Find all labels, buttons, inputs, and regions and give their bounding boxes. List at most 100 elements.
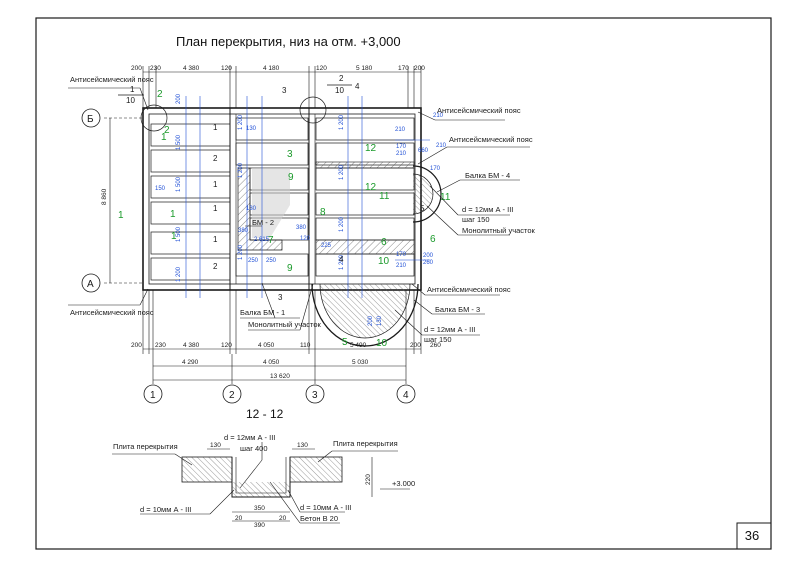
row-axis-b: Б [81,108,101,128]
section-dim-350: 350 [254,505,265,512]
svg-text:200: 200 [368,315,374,326]
section-dim-390: 390 [254,522,265,529]
bot2-dim-0: 4 290 [182,359,199,366]
bot-dim-5: 110 [300,342,311,349]
svg-text:120: 120 [300,236,311,242]
svg-text:12: 12 [365,182,377,193]
svg-text:1 200: 1 200 [339,114,345,130]
svg-text:6: 6 [381,237,387,248]
step150-label-top: шаг 150 [462,215,490,224]
bot-dim-3: 120 [221,342,232,349]
svg-text:1: 1 [213,235,218,244]
top-dim-4: 4 180 [263,65,280,72]
row-axis-b-label: Б [87,114,94,125]
svg-text:210: 210 [395,127,406,133]
plan-title: План перекрытия, низ на отм. +3,000 [176,34,401,49]
section-dim-20-left: 20 [235,515,243,522]
antiseismic-label-right-1: Антисейсмический пояс [437,106,521,115]
callout-numbers: 1 10 2 10 [126,74,344,105]
svg-text:170: 170 [396,252,407,258]
bot-dim-4: 4 050 [258,342,275,349]
svg-text:2: 2 [164,125,170,136]
svg-text:1: 1 [118,210,124,221]
svg-text:7: 7 [268,235,274,246]
top-dim-2: 4 380 [183,65,200,72]
svg-text:6: 6 [430,234,436,245]
sheet-frame [35,17,772,550]
svg-text:1 500: 1 500 [176,176,182,192]
page-number: 36 [744,528,760,543]
svg-text:1 500: 1 500 [176,226,182,242]
svg-text:2 615: 2 615 [254,237,270,243]
left-height-dim: 8 860 [101,188,108,205]
monolith-label-bottom: Монолитный участок [248,320,322,329]
svg-text:260: 260 [423,260,434,266]
section-title: 12 - 12 [246,407,284,421]
svg-text:4: 4 [339,255,344,264]
top-dim-0: 200 [131,65,142,72]
bm2-shaded-area [252,168,290,238]
callout-1-bottom: 10 [126,96,135,105]
svg-text:1 200: 1 200 [176,266,182,282]
svg-text:10: 10 [376,338,388,349]
section-rebar-top: d = 12мм А - III [224,433,275,442]
blue-dimension-texts: 200 1 500 1 500 1 500 1 200 1 200 1 200 … [155,93,447,326]
section-rebar-right: d = 10мм А - III [300,503,351,512]
balka-bm4-label: Балка БМ - 4 [465,171,510,180]
svg-text:1 200: 1 200 [238,162,244,178]
column-axis-1: 1 [150,390,156,401]
svg-text:210: 210 [433,113,444,119]
svg-text:1: 1 [213,123,218,132]
callout-1-top: 1 [130,85,135,94]
top-dim-6: 5 180 [356,65,373,72]
top-dim-1: 230 [150,65,161,72]
svg-text:5: 5 [342,337,348,348]
bot2-dim-1: 4 050 [263,359,280,366]
total-dim: 13 620 [270,373,290,380]
svg-text:225: 225 [321,243,332,249]
left-dimension [104,117,143,284]
svg-text:130: 130 [246,206,257,212]
svg-text:12: 12 [365,143,377,154]
svg-text:1: 1 [213,180,218,189]
svg-text:210: 210 [436,143,447,149]
svg-text:150: 150 [155,186,166,192]
svg-text:9: 9 [288,172,294,183]
top-dim-8: 200 [414,65,425,72]
rebar-label-top: d = 12мм А - III [462,205,513,214]
bot-dim-2: 4 380 [183,342,200,349]
page-number-box [736,522,772,550]
svg-text:130: 130 [377,315,383,326]
section-step400: шаг 400 [240,444,268,453]
svg-text:210: 210 [396,263,407,269]
svg-text:1: 1 [161,132,167,143]
row-axis-a-label: А [87,279,94,290]
section-dim-220: 220 [365,474,372,485]
antiseismic-label-right-2: Антисейсмический пояс [449,135,533,144]
bot-dim-7: 200 [410,342,421,349]
svg-text:2: 2 [213,262,218,271]
section-texts: Плита перекрытия Плита перекрытия d = 12… [113,433,415,523]
bot-dim-6: 5 490 [350,342,367,349]
svg-text:1 200: 1 200 [238,244,244,260]
column-axes: 1 2 3 4 [143,384,416,404]
svg-text:130: 130 [246,126,257,132]
leader-lines [68,87,530,336]
round-bay-right [412,165,442,223]
svg-text:1 500: 1 500 [176,134,182,150]
blue-dimensions [185,96,430,298]
svg-text:170: 170 [430,166,441,172]
annotation-texts: Антисейсмический пояс Антисейсмический п… [70,75,536,344]
svg-text:3: 3 [282,86,287,95]
section-plate-label-left: Плита перекрытия [113,442,178,451]
callout-2-bottom: 10 [335,86,344,95]
svg-text:200: 200 [176,93,182,104]
svg-text:2: 2 [157,89,163,100]
section-dims: 130 130 350 390 20 20 220 [210,442,372,529]
detail-callouts [118,84,352,132]
svg-text:8: 8 [320,207,326,218]
bot-dim-0: 200 [131,342,142,349]
monolith-label-right: Монолитный участок [462,226,536,235]
